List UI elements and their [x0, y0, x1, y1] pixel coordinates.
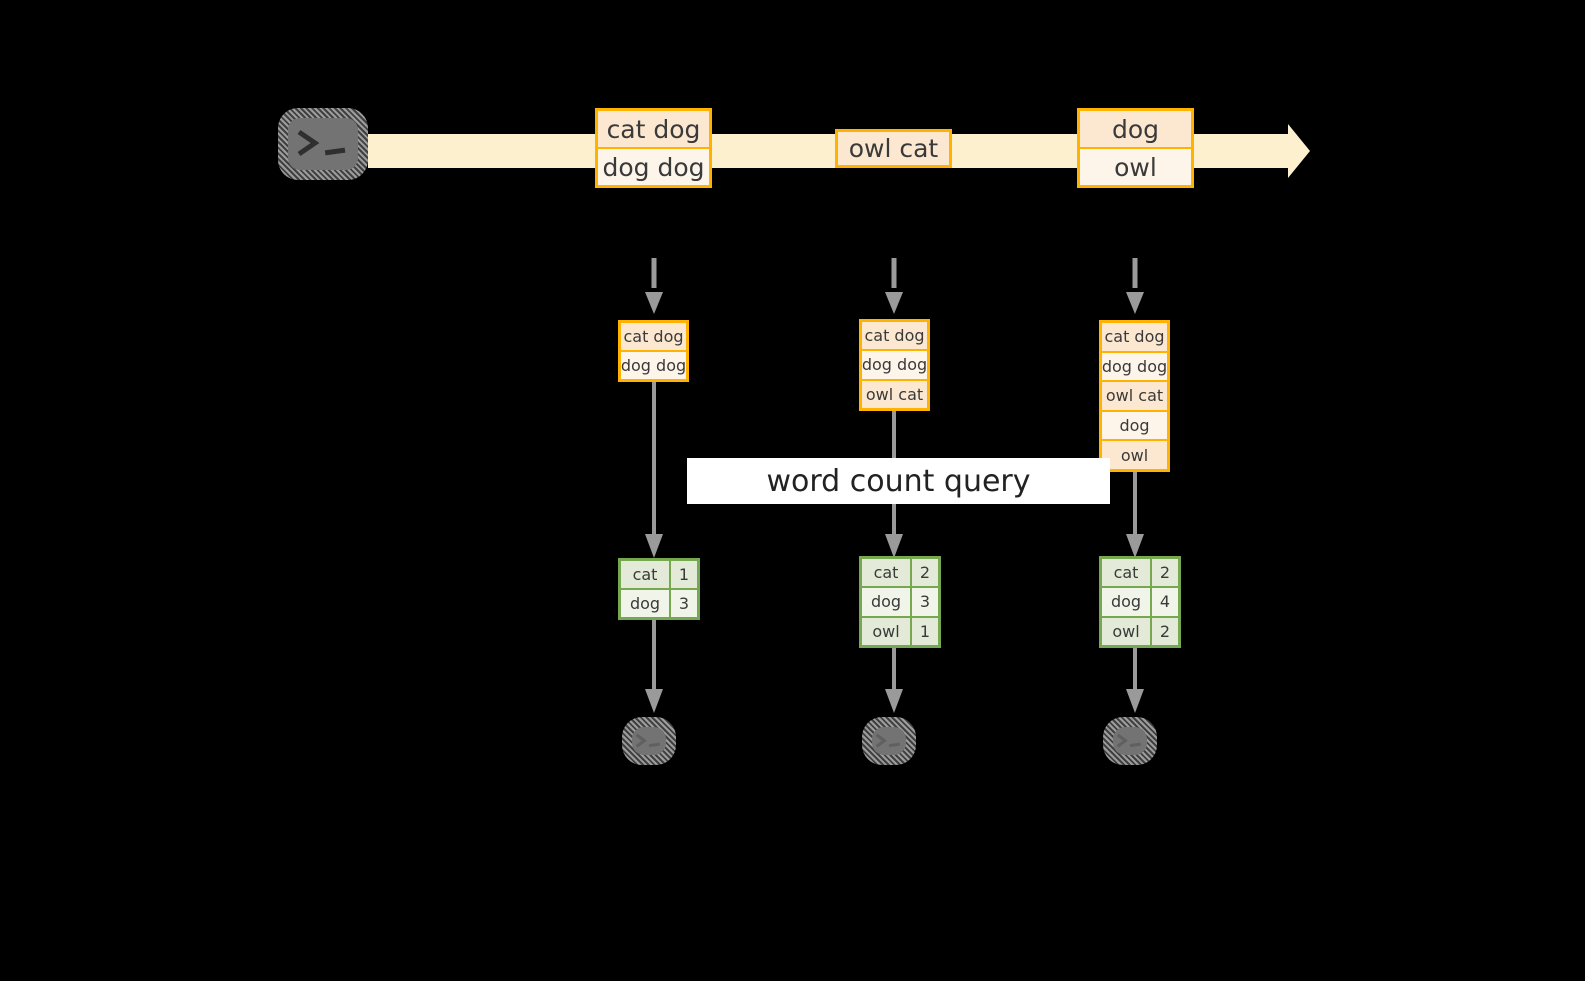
snapshot-state-3-line-2: dog dog — [1102, 352, 1167, 381]
snapshot-state-2[interactable]: cat dog dog dog owl cat — [859, 319, 930, 411]
dashed-connector-2 — [883, 258, 905, 320]
dashed-connector-3 — [1124, 258, 1146, 320]
result-3-word-2: dog — [1102, 588, 1150, 616]
stream-event-2[interactable]: owl cat — [835, 129, 952, 168]
producer-terminal-icon[interactable] — [278, 108, 368, 180]
consumer-terminal-icon-3[interactable] — [1103, 717, 1157, 765]
snapshot-state-3-line-4: dog — [1102, 411, 1167, 440]
stream-event-1-line-1: cat dog — [598, 111, 709, 147]
consumer-terminal-icon-2[interactable] — [862, 717, 916, 765]
snapshot-state-3[interactable]: cat dog dog dog owl cat dog owl — [1099, 320, 1170, 472]
result-2-count-3: 1 — [912, 617, 938, 645]
terminal-prompt-glyph — [288, 118, 358, 170]
terminal-prompt-glyph — [872, 727, 906, 755]
snapshot-state-3-line-5: owl — [1102, 441, 1167, 469]
result-1-count-1: 1 — [671, 561, 697, 588]
output-connector-1 — [643, 620, 665, 715]
stream-event-2-line-1: owl cat — [838, 132, 949, 165]
result-1-word-1: cat — [621, 561, 669, 588]
stream-event-3[interactable]: dog owl — [1077, 108, 1194, 188]
table-row: owl 1 — [862, 617, 938, 645]
result-2-count-1: 2 — [912, 559, 938, 587]
query-result-1[interactable]: cat 1 dog 3 — [618, 558, 700, 620]
result-2-count-2: 3 — [912, 588, 938, 616]
result-3-word-3: owl — [1102, 617, 1150, 645]
terminal-prompt-glyph — [632, 727, 666, 755]
query-result-3[interactable]: cat 2 dog 4 owl 2 — [1099, 556, 1181, 648]
query-result-2[interactable]: cat 2 dog 3 owl 1 — [859, 556, 941, 648]
result-3-word-1: cat — [1102, 559, 1150, 587]
result-2-word-3: owl — [862, 617, 910, 645]
terminal-body — [632, 727, 666, 755]
query-connector-1 — [643, 382, 665, 560]
table-row: dog 3 — [621, 590, 697, 617]
table-row: dog 3 — [862, 588, 938, 616]
stream-event-1-line-2: dog dog — [598, 149, 709, 185]
query-label-banner: word count query — [687, 458, 1110, 504]
result-3-count-1: 2 — [1152, 559, 1178, 587]
snapshot-state-3-line-1: cat dog — [1102, 323, 1167, 351]
output-connector-3 — [1124, 648, 1146, 715]
table-row: cat 1 — [621, 561, 697, 588]
terminal-body — [872, 727, 906, 755]
query-connector-3 — [1124, 472, 1146, 560]
result-2-word-2: dog — [862, 588, 910, 616]
terminal-body — [1113, 727, 1147, 755]
stream-event-3-line-2: owl — [1080, 149, 1191, 185]
snapshot-state-3-line-3: owl cat — [1102, 382, 1167, 410]
snapshot-state-2-line-2: dog dog — [862, 351, 927, 379]
result-3-count-3: 2 — [1152, 617, 1178, 645]
result-1-count-2: 3 — [671, 590, 697, 617]
terminal-body — [288, 118, 358, 170]
snapshot-state-1-line-1: cat dog — [621, 323, 686, 350]
dashed-connector-1 — [643, 258, 665, 320]
snapshot-state-1[interactable]: cat dog dog dog — [618, 320, 689, 382]
stream-event-3-line-1: dog — [1080, 111, 1191, 147]
result-1-word-2: dog — [621, 590, 669, 617]
table-row: dog 4 — [1102, 588, 1178, 616]
table-row: cat 2 — [862, 559, 938, 587]
snapshot-state-2-line-1: cat dog — [862, 322, 927, 350]
arrow-right-icon — [1288, 124, 1310, 178]
consumer-terminal-icon-1[interactable] — [622, 717, 676, 765]
stream-event-1[interactable]: cat dog dog dog — [595, 108, 712, 188]
snapshot-state-1-line-2: dog dog — [621, 352, 686, 379]
output-connector-2 — [883, 648, 905, 715]
table-row: owl 2 — [1102, 617, 1178, 645]
result-2-word-1: cat — [862, 559, 910, 587]
result-3-count-2: 4 — [1152, 588, 1178, 616]
snapshot-state-2-line-3: owl cat — [862, 380, 927, 408]
terminal-prompt-glyph — [1113, 727, 1147, 755]
query-label-text: word count query — [766, 463, 1031, 499]
table-row: cat 2 — [1102, 559, 1178, 587]
